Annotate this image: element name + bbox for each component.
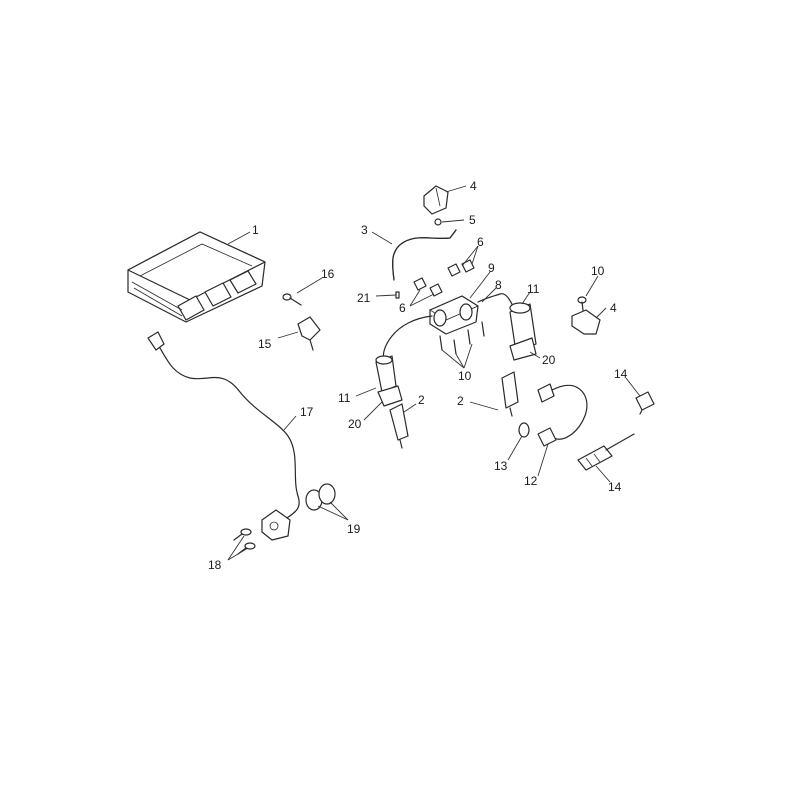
callout-2-left: 2	[418, 393, 425, 407]
o-rings-19[interactable]	[305, 483, 336, 511]
callout-10-center: 10	[458, 369, 472, 383]
screw-5[interactable]	[434, 218, 442, 226]
callout-8: 8	[495, 278, 502, 292]
sensor-harness-17[interactable]	[147, 331, 300, 541]
sensor-15[interactable]	[297, 316, 321, 351]
callout-18: 18	[208, 558, 222, 572]
seal-20-left[interactable]	[377, 385, 403, 407]
lambda-probe-14[interactable]	[577, 433, 635, 471]
callout-4-right: 4	[610, 301, 617, 315]
callout-labels: 1 16 15 17 18 19 3 4 5 6 6 21 9 8 10 10 …	[208, 179, 628, 572]
callout-5: 5	[469, 213, 476, 227]
callout-1: 1	[252, 223, 259, 237]
callout-11-left: 11	[338, 391, 351, 405]
plug-cap-11-left[interactable]	[375, 355, 397, 393]
clips-6[interactable]	[413, 259, 475, 297]
screw-16[interactable]	[282, 293, 302, 306]
sensor-harness-12[interactable]	[537, 383, 588, 447]
sensor-14-small[interactable]	[635, 391, 655, 415]
ignition-coil-9[interactable]	[429, 295, 479, 335]
leader-lines	[227, 185, 641, 561]
spark-plug-2-left[interactable]	[389, 403, 409, 449]
callout-2-right: 2	[457, 394, 464, 408]
callout-9: 9	[488, 261, 495, 275]
bolts-18[interactable]	[233, 528, 256, 555]
callout-21: 21	[357, 291, 371, 305]
sensor-4-right[interactable]	[571, 309, 601, 335]
spark-plug-2-right[interactable]	[501, 371, 519, 417]
callout-16: 16	[321, 267, 335, 281]
callout-19: 19	[347, 522, 361, 536]
clip-21[interactable]	[395, 291, 400, 299]
callout-20-left: 20	[348, 417, 362, 431]
callout-11-right: 11	[527, 282, 540, 296]
callout-14-bottom: 14	[608, 480, 622, 494]
ecu-module[interactable]	[127, 231, 266, 323]
callout-6-left: 6	[399, 301, 406, 315]
hose-3[interactable]	[391, 229, 457, 281]
callout-17: 17	[300, 405, 314, 419]
seal-20-right[interactable]	[509, 337, 537, 361]
callout-3: 3	[361, 223, 368, 237]
callout-6-top: 6	[477, 235, 484, 249]
callout-15: 15	[258, 337, 272, 351]
callout-4-top: 4	[470, 179, 477, 193]
bolts-10[interactable]	[439, 321, 485, 355]
callout-12: 12	[524, 474, 538, 488]
callout-10-right: 10	[591, 264, 605, 278]
callout-13: 13	[494, 459, 508, 473]
solenoid-4-top[interactable]	[423, 185, 449, 215]
callout-14-top: 14	[614, 367, 628, 381]
washer-13[interactable]	[518, 422, 530, 438]
callout-20-right: 20	[542, 353, 556, 367]
